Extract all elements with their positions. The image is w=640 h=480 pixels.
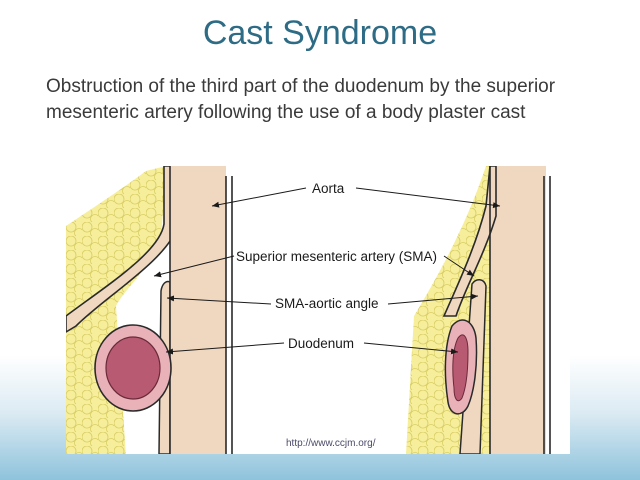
anatomy-figure: Aorta Superior mesenteric artery (SMA) S… <box>66 166 570 454</box>
source-url: http://www.ccjm.org/ <box>286 438 376 449</box>
aorta-trunk-left <box>170 166 226 454</box>
leader-angle-left <box>166 295 272 305</box>
label-duodenum-group: Duodenum <box>165 336 459 355</box>
label-aorta-group: Aorta <box>211 181 501 209</box>
label-angle-group: SMA-aortic angle <box>166 293 479 311</box>
label-sma-aortic-angle: SMA-aortic angle <box>275 296 379 311</box>
label-sma: Superior mesenteric artery (SMA) <box>236 249 437 264</box>
leader-sma-right <box>443 255 475 277</box>
slide-body-text: Obstruction of the third part of the duo… <box>46 76 556 123</box>
leader-angle-right <box>387 293 479 305</box>
fat-tissue-left <box>66 166 166 454</box>
right-panel-cast <box>406 166 551 454</box>
label-sma-group: Superior mesenteric artery (SMA) <box>153 249 475 278</box>
slide-title: Cast Syndrome <box>202 14 438 52</box>
duodenum-left-lumen <box>105 336 161 400</box>
cast-syndrome-diagram: Aorta Superior mesenteric artery (SMA) S… <box>66 166 551 454</box>
aorta-trunk-right <box>490 166 546 454</box>
label-aorta: Aorta <box>312 181 345 196</box>
leader-sma-left <box>153 255 235 278</box>
label-duodenum: Duodenum <box>288 336 354 351</box>
leader-duodenum-right <box>363 342 459 355</box>
leader-duodenum-left <box>165 342 285 355</box>
left-panel-normal <box>66 166 233 454</box>
leader-aorta-right <box>355 187 501 209</box>
sma-left <box>66 166 179 333</box>
leader-aorta-left <box>211 187 307 208</box>
